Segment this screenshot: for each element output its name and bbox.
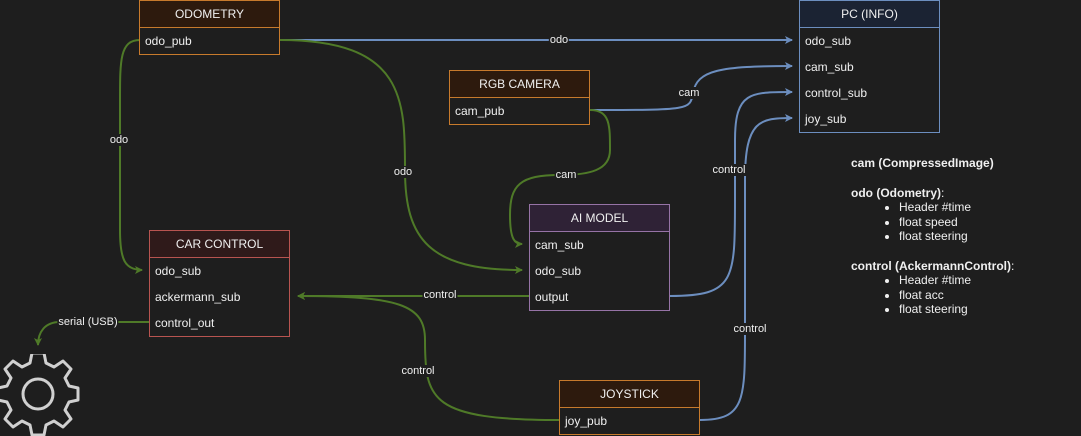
message-types-legend: cam (CompressedImage) odo (Odometry): He… (851, 156, 1014, 317)
port-odo-sub[interactable]: odo_sub (155, 264, 202, 278)
legend-control-title: control (AckermannControl) (851, 258, 1012, 273)
legend-field: Header #time (899, 200, 1014, 215)
port-cam-sub[interactable]: cam_sub (805, 60, 854, 74)
edge-ai-to-pc (669, 88, 793, 297)
edge-label-ai-to-car: control (422, 289, 458, 301)
edge-odo-to-car (119, 39, 143, 274)
legend-field: float steering (899, 302, 1014, 317)
edge-label-joy-to-pc: control (732, 323, 768, 335)
edge-label-odo-to-car: odo (108, 134, 130, 146)
node-title: RGB CAMERA (450, 71, 589, 98)
edge-label-cam-to-ai: cam (554, 169, 578, 181)
node-title: CAR CONTROL (150, 231, 289, 258)
node-title: PC (INFO) (800, 1, 939, 28)
node-odometry[interactable]: ODOMETRY odo_pub (139, 0, 280, 55)
edge-label-cam-to-pc: cam (677, 87, 701, 99)
port-cam-pub[interactable]: cam_pub (455, 104, 505, 118)
legend-odo-fields: Header #time float speed float steering (851, 200, 1014, 244)
legend-field: float steering (899, 229, 1014, 244)
node-title: ODOMETRY (140, 1, 279, 28)
port-odo-sub[interactable]: odo_sub (805, 34, 852, 48)
node-title: JOYSTICK (560, 381, 699, 408)
port-control-out[interactable]: control_out (155, 316, 215, 330)
port-odo-sub[interactable]: odo_sub (535, 264, 582, 278)
edge-joy-to-car (297, 292, 561, 421)
legend-field: float acc (899, 288, 1014, 303)
port-output[interactable]: output (535, 290, 569, 304)
node-car-control[interactable]: CAR CONTROL odo_sub ackermann_sub contro… (149, 230, 290, 337)
node-title: AI MODEL (530, 205, 669, 232)
node-joystick[interactable]: JOYSTICK joy_pub (559, 380, 700, 435)
port-ackermann-sub[interactable]: ackermann_sub (155, 290, 241, 304)
port-control-sub[interactable]: control_sub (805, 86, 868, 100)
legend-odo-heading: odo (Odometry): (851, 185, 945, 200)
port-joy-sub[interactable]: joy_sub (805, 112, 847, 126)
legend-odo-title: odo (Odometry) (851, 185, 941, 200)
legend-field: Header #time (899, 273, 1014, 288)
port-odo-pub[interactable]: odo_pub (145, 34, 192, 48)
legend-cam-title: cam (CompressedImage) (851, 156, 994, 170)
node-rgb-camera[interactable]: RGB CAMERA cam_pub (449, 70, 590, 125)
edge-label-odo-to-pc: odo (548, 34, 570, 46)
port-joy-pub[interactable]: joy_pub (565, 414, 608, 428)
gear-icon (0, 354, 80, 436)
edge-label-car-to-device: serial (USB) (57, 316, 119, 328)
legend-control-fields: Header #time float acc float steering (851, 273, 1014, 317)
node-pc-info[interactable]: PC (INFO) odo_sub cam_sub control_sub jo… (799, 0, 940, 133)
edge-label-ai-to-pc: control (711, 164, 747, 176)
legend-control-heading: control (AckermannControl): (851, 258, 1015, 273)
node-ai-model[interactable]: AI MODEL cam_sub odo_sub output (529, 204, 670, 311)
port-cam-sub[interactable]: cam_sub (535, 238, 584, 252)
legend-field: float speed (899, 215, 1014, 230)
edge-label-joy-to-car: control (400, 365, 436, 377)
edge-label-odo-to-ai: odo (392, 166, 414, 178)
